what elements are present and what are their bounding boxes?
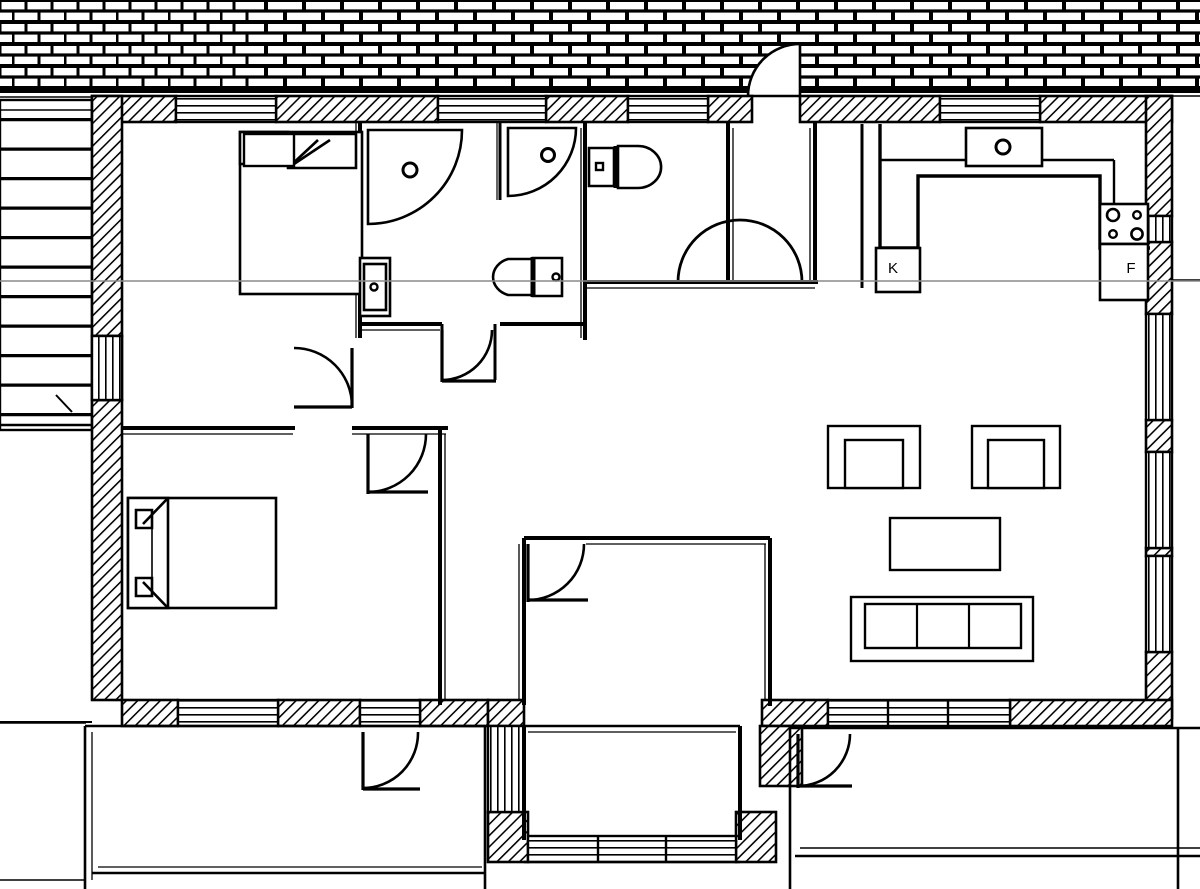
bathroom-fixtures [358,126,663,318]
kitchen-counters [860,124,1150,302]
window-glazing-strips [90,214,1174,814]
corner-shower-1-icon [366,128,464,226]
wall-assembly [90,94,1174,864]
door-entry-swing-upper [746,42,802,98]
brick-elevation-band [0,0,1200,93]
coffee-table-icon [888,516,1002,572]
door-swing-arcs [293,218,852,791]
site-reference-lines [0,95,1200,724]
refrigerator-icon [1098,242,1150,302]
kitchen-label: K [888,260,898,277]
living-room-furniture [826,424,1062,663]
window-panels [174,94,1042,864]
closet-upper-left [242,132,296,168]
corner-shower-2-icon [506,126,578,198]
deck-terrace-left [0,98,94,432]
kitchen-cabinet-K [874,246,922,294]
bed-lower-left [126,496,278,610]
refrigerator-label: F [1126,260,1135,277]
